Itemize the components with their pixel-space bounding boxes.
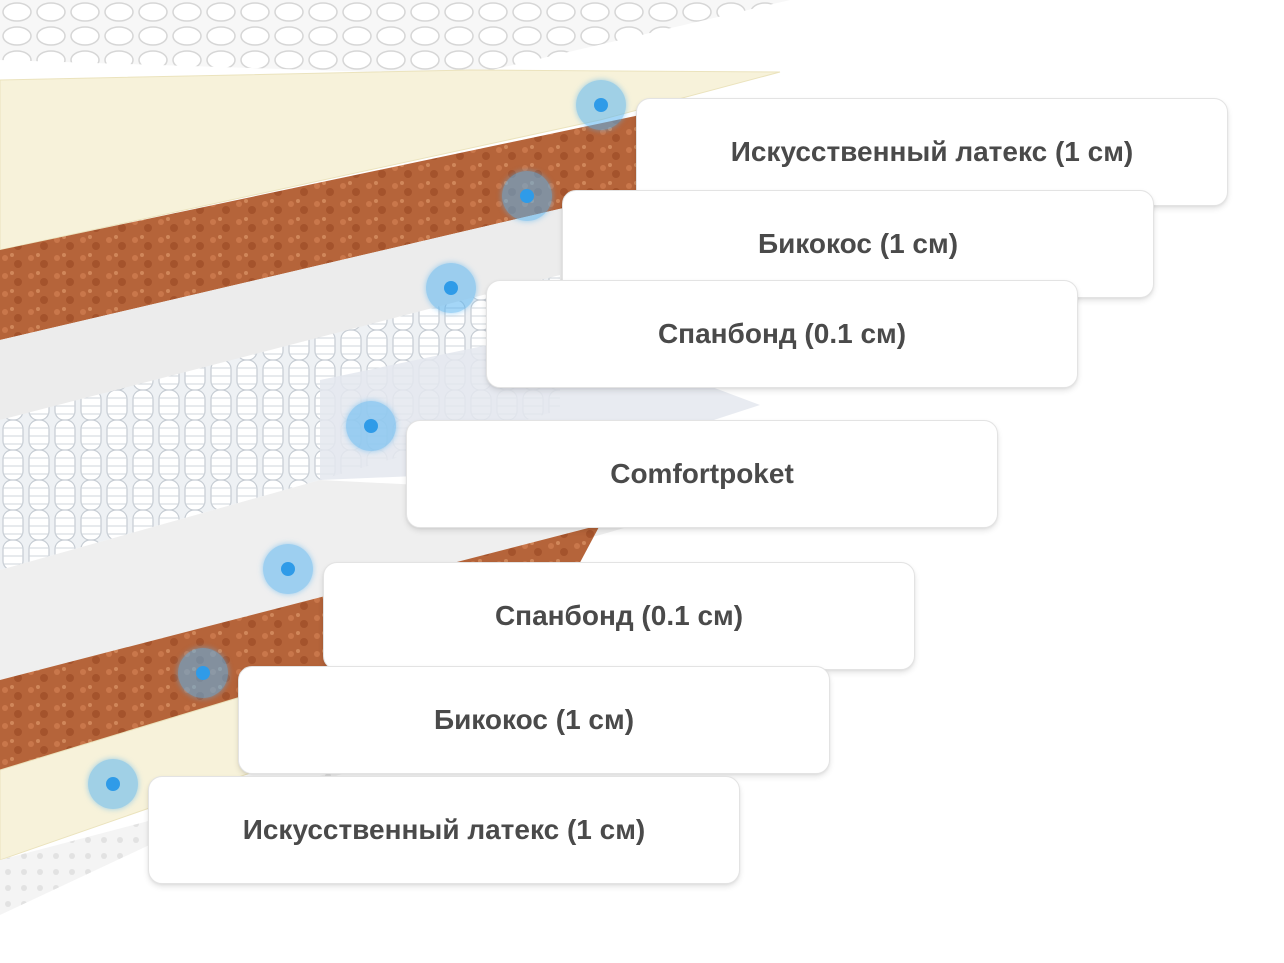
layer-label-latex-bottom[interactable]: Искусственный латекс (1 см) [148, 776, 740, 884]
layer-marker-dot-icon[interactable] [576, 80, 626, 130]
layer-label-text: Бикокос (1 см) [757, 228, 959, 259]
layer-label-text: Спанбонд (0.1 см) [657, 318, 907, 349]
marker-dot-icon [364, 419, 378, 433]
marker-dot-icon [444, 281, 458, 295]
layer-label-comfortpoket[interactable]: Comfortpoket [406, 420, 998, 528]
layer-marker-dot-icon[interactable] [502, 171, 552, 221]
spunbond-layer-top [0, 190, 640, 420]
layer-label-text: Искусственный латекс (1 см) [242, 814, 646, 845]
layer-label-latex-top[interactable]: Искусственный латекс (1 см) [636, 98, 1228, 206]
layer-label-text: Comfortpoket [610, 458, 794, 489]
layer-label-text: Бикокос (1 см) [433, 704, 635, 735]
layer-label-text: Спанбонд (0.1 см) [494, 600, 744, 631]
layer-marker-dot-icon[interactable] [426, 263, 476, 313]
marker-dot-icon [520, 189, 534, 203]
spring-block [0, 275, 560, 570]
layer-marker-dot-icon[interactable] [88, 759, 138, 809]
coconut-layer-top [0, 115, 640, 340]
layer-marker-dot-icon[interactable] [346, 401, 396, 451]
layer-label-coconut-bottom[interactable]: Бикокос (1 см) [238, 666, 830, 774]
layer-label-spunbond-bottom[interactable]: Спанбонд (0.1 см) [323, 562, 915, 670]
marker-dot-icon [196, 666, 210, 680]
layer-label-text: Искусственный латекс (1 см) [730, 136, 1134, 167]
layer-marker-dot-icon[interactable] [263, 544, 313, 594]
layer-label-spunbond-top[interactable]: Спанбонд (0.1 см) [486, 280, 1078, 388]
marker-dot-icon [281, 562, 295, 576]
marker-dot-icon [106, 777, 120, 791]
marker-dot-icon [594, 98, 608, 112]
quilted-cover-top [0, 0, 790, 75]
layer-marker-dot-icon[interactable] [178, 648, 228, 698]
